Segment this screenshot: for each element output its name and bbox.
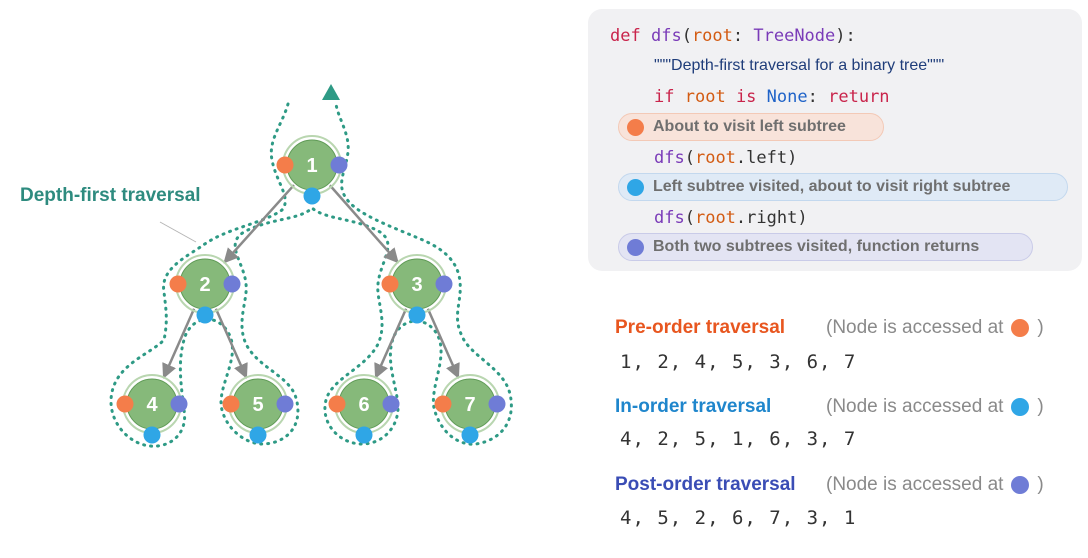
in-order-dot-icon bbox=[303, 187, 321, 205]
in-order-dot-icon bbox=[143, 426, 161, 444]
post-order-dot-icon bbox=[1011, 476, 1030, 494]
post-order-dot-icon bbox=[223, 275, 241, 293]
post-order-dot-icon bbox=[170, 395, 188, 413]
pre-order-dot-icon bbox=[1011, 319, 1030, 337]
post-order-title: Post-order traversal bbox=[615, 474, 796, 495]
in-order-dot-icon bbox=[249, 426, 267, 444]
note-function-returns: Both two subtrees visited, function retu… bbox=[618, 233, 1033, 261]
tree-node-label: 3 bbox=[411, 274, 422, 296]
pre-order-dot-icon bbox=[381, 275, 399, 293]
pre-order-dot-icon bbox=[328, 395, 346, 413]
in-order-dot-icon bbox=[627, 178, 644, 196]
pre-order-title: Pre-order traversal bbox=[615, 317, 786, 338]
traversal-exit-arrow-icon bbox=[322, 84, 340, 100]
in-order-dot-icon bbox=[355, 426, 373, 444]
code-line-dfs-right: dfs(root.right) bbox=[654, 208, 808, 228]
post-order-dot-icon bbox=[330, 156, 348, 174]
tree-edge bbox=[328, 184, 399, 264]
label-pointer-line bbox=[159, 221, 197, 243]
tree-edge bbox=[214, 308, 248, 379]
depth-first-traversal-label: Depth-first traversal bbox=[20, 185, 201, 206]
post-order-sequence: 4, 5, 2, 6, 7, 3, 1 bbox=[620, 507, 857, 529]
post-order-dot-icon bbox=[382, 395, 400, 413]
tree-edge bbox=[162, 308, 196, 379]
pre-order-dot-icon bbox=[222, 395, 240, 413]
code-line-dfs-left: dfs(root.left) bbox=[654, 148, 798, 168]
in-order-access-note: (Node is accessed at) bbox=[826, 396, 1044, 417]
tree-node-label: 6 bbox=[358, 394, 369, 416]
post-order-dot-icon bbox=[276, 395, 294, 413]
pre-order-dot-icon bbox=[434, 395, 452, 413]
tree-node-label: 1 bbox=[306, 155, 317, 177]
note-visit-right: Left subtree visited, about to visit rig… bbox=[618, 173, 1068, 201]
in-order-title: In-order traversal bbox=[615, 396, 772, 417]
in-order-dot-icon bbox=[461, 426, 479, 444]
pre-order-dot-icon bbox=[627, 118, 644, 136]
tree-node-label: 5 bbox=[252, 394, 263, 416]
code-line-if: if root is None: return bbox=[654, 87, 890, 107]
code-line-docstring: """Depth-first traversal for a binary tr… bbox=[654, 57, 945, 74]
in-order-dot-icon bbox=[408, 306, 426, 324]
tree-node-label: 7 bbox=[464, 394, 475, 416]
in-order-sequence: 4, 2, 5, 1, 6, 3, 7 bbox=[620, 428, 857, 450]
post-order-dot-icon bbox=[627, 238, 644, 256]
pre-order-access-note: (Node is accessed at) bbox=[826, 317, 1044, 338]
note-visit-left: About to visit left subtree bbox=[618, 113, 884, 141]
in-order-dot-icon bbox=[196, 306, 214, 324]
code-panel: def dfs(root: TreeNode): """Depth-first … bbox=[588, 9, 1082, 271]
pre-order-dot-icon bbox=[276, 156, 294, 174]
tree-node-label: 2 bbox=[199, 274, 210, 296]
code-line-def: def dfs(root: TreeNode): bbox=[610, 26, 856, 46]
tree-diagram: 1 2 3 4 5 6 7 bbox=[109, 84, 513, 448]
tree-node-label: 4 bbox=[146, 394, 158, 416]
pre-order-sequence: 1, 2, 4, 5, 3, 6, 7 bbox=[620, 351, 857, 373]
post-order-dot-icon bbox=[488, 395, 506, 413]
pre-order-dot-icon bbox=[116, 395, 134, 413]
tree-edge bbox=[374, 308, 408, 379]
tree-edge bbox=[223, 184, 295, 264]
in-order-dot-icon bbox=[1011, 398, 1030, 416]
post-order-access-note: (Node is accessed at) bbox=[826, 474, 1044, 495]
pre-order-dot-icon bbox=[169, 275, 187, 293]
post-order-dot-icon bbox=[435, 275, 453, 293]
tree-edge bbox=[426, 308, 460, 379]
